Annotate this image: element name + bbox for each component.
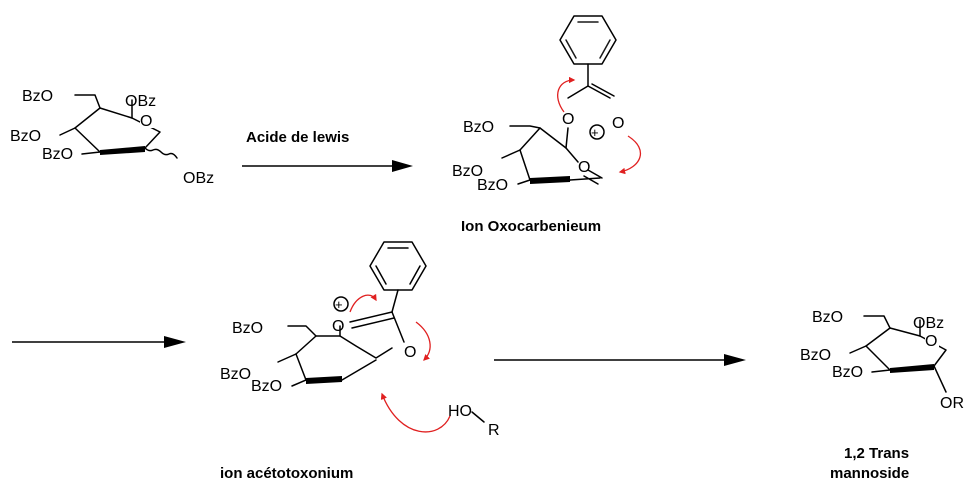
bzo-label-c6-4: BzO xyxy=(812,309,843,326)
bzo-label-c6-2: BzO xyxy=(463,119,494,136)
reagent-label: Acide de lewis xyxy=(246,129,349,146)
bzo-label-c6-3: BzO xyxy=(232,320,263,337)
acetoxonium-caption: ion acétotoxonium xyxy=(220,465,353,482)
bzo-label-c4-2: BzO xyxy=(452,163,483,180)
bzo-label-c3-2: BzO xyxy=(477,177,508,194)
obz-label-c2-4: OBz xyxy=(913,315,944,332)
bzo-label-c3-4: BzO xyxy=(832,364,863,381)
oxocarbenium-ion: O O O + BzO BzO BzO xyxy=(452,15,641,194)
product-caption-line1: 1,2 Trans xyxy=(844,445,909,462)
carbonyl-oxygen-label: O xyxy=(612,115,624,132)
r-label: R xyxy=(488,422,500,439)
bzo-label-c6: BzO xyxy=(22,88,53,105)
obz-label-anomeric: OBz xyxy=(183,170,214,187)
ho-label: HO xyxy=(448,403,472,420)
ring-oxonium-label: O xyxy=(578,159,590,176)
ester-oxygen-label: O xyxy=(562,111,574,128)
acetoxonium-ion: O O + BzO BzO BzO HO R xyxy=(220,241,500,439)
product-mannoside: O BzO OBz BzO BzO OR xyxy=(800,309,964,412)
ring-oxygen-label-4: O xyxy=(925,333,937,350)
reaction-arrow-2 xyxy=(12,336,186,348)
reaction-arrow-1: Acide de lewis xyxy=(242,129,413,172)
oxocarbenium-caption: Ion Oxocarbenieum xyxy=(461,218,601,235)
product-caption-line2: mannoside xyxy=(830,465,909,482)
ring-oxygen-label: O xyxy=(140,113,152,130)
dioxolane-oxygen-1: O xyxy=(332,318,344,335)
reaction-arrow-3 xyxy=(494,354,746,366)
plus-charge-2: + xyxy=(335,297,343,312)
bzo-label-c3: BzO xyxy=(42,146,73,163)
obz-label-c2: OBz xyxy=(125,93,156,110)
plus-charge-1: + xyxy=(591,125,599,140)
bzo-label-c4: BzO xyxy=(10,128,41,145)
bzo-label-c4-3: BzO xyxy=(220,366,251,383)
starting-material: O BzO OBz BzO BzO OBz xyxy=(10,88,214,187)
bzo-label-c4-4: BzO xyxy=(800,347,831,364)
bzo-label-c3-3: BzO xyxy=(251,378,282,395)
or-label: OR xyxy=(940,395,964,412)
dioxolane-oxygen-2: O xyxy=(404,344,416,361)
